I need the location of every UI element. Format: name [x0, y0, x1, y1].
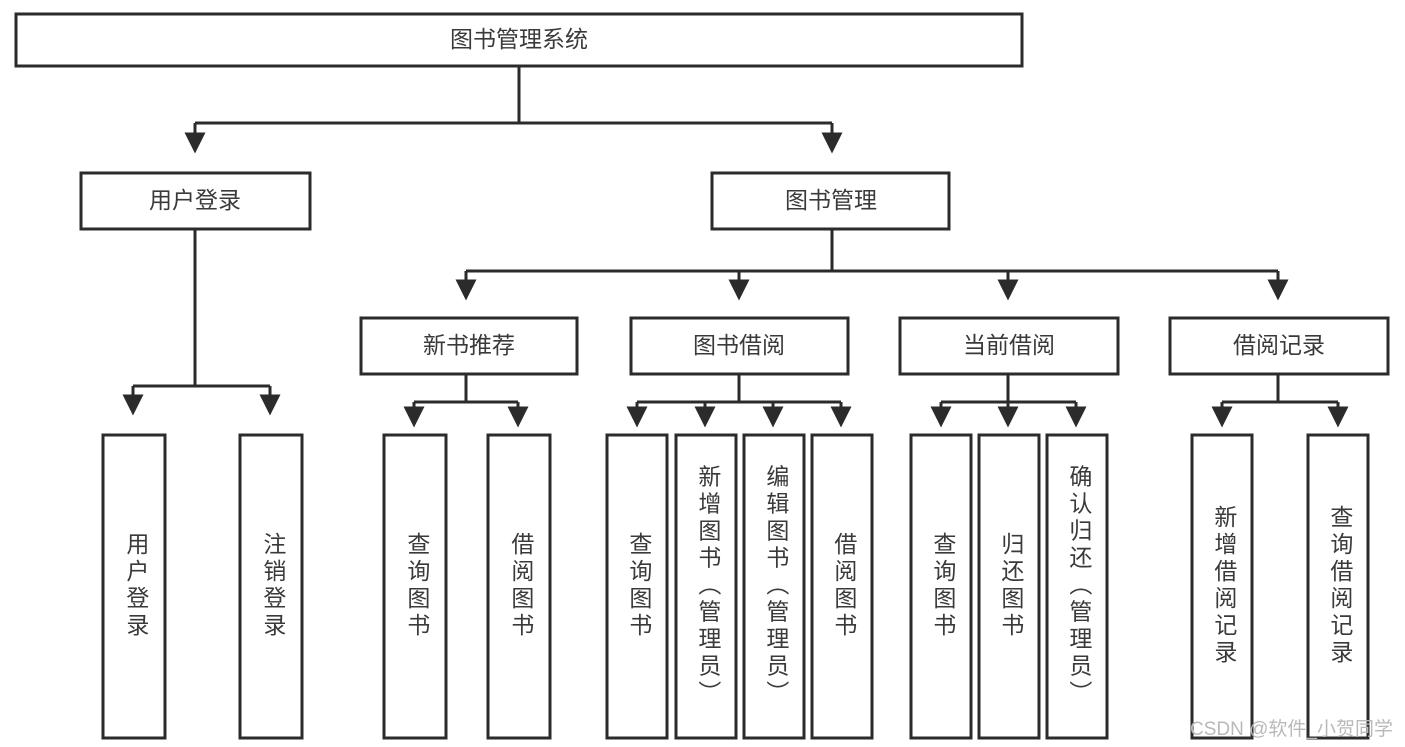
leaf-confirm-return-box[interactable] [1045, 433, 1109, 740]
leaf-user-login-label: 用户登录 [123, 532, 150, 640]
leaf-add-book-box[interactable] [674, 433, 738, 740]
node-book-borrow-label: 图书借阅 [693, 332, 785, 358]
leaf-return-book[interactable]: 归还图书 [977, 433, 1041, 740]
node-book-borrow[interactable]: 图书借阅 [629, 316, 850, 376]
leaf-edit-book-label: 编辑图书（管理员） [763, 465, 790, 708]
node-book-borrow-box[interactable] [629, 316, 850, 376]
node-new-book-recommend-box[interactable] [359, 316, 579, 376]
node-root-label: 图书管理系统 [450, 26, 588, 52]
leaf-query-book-1-label: 查询图书 [404, 532, 431, 640]
node-new-book-recommend-label: 新书推荐 [423, 332, 515, 358]
leaf-borrow-book-2[interactable]: 借阅图书 [810, 433, 874, 740]
leaf-confirm-return-label: 确认归还（管理员） [1066, 465, 1093, 708]
node-user-login[interactable]: 用户登录 [79, 171, 312, 231]
leaf-add-record-label: 新增借阅记录 [1211, 505, 1238, 667]
node-current-borrow-label: 当前借阅 [963, 332, 1055, 358]
leaf-add-record-box[interactable] [1190, 433, 1254, 740]
leaf-query-book-2-box[interactable] [605, 433, 669, 740]
node-current-borrow-box[interactable] [898, 316, 1120, 376]
leaf-add-book-label: 新增图书（管理员） [695, 465, 722, 708]
node-borrow-record-box[interactable] [1168, 316, 1390, 376]
node-book-manage[interactable]: 图书管理 [710, 171, 951, 231]
node-current-borrow[interactable]: 当前借阅 [898, 316, 1120, 376]
edges-layer [122, 66, 1349, 428]
leaf-edit-book[interactable]: 编辑图书（管理员） [742, 433, 806, 740]
leaf-logout-login-box[interactable] [238, 433, 304, 740]
leaf-borrow-book-1-label: 借阅图书 [508, 532, 535, 640]
node-borrow-record-label: 借阅记录 [1233, 332, 1325, 358]
leaf-add-record[interactable]: 新增借阅记录 [1190, 433, 1254, 740]
node-book-manage-box[interactable] [710, 171, 951, 231]
node-borrow-record[interactable]: 借阅记录 [1168, 316, 1390, 376]
leaf-query-book-2[interactable]: 查询图书 [605, 433, 669, 740]
leaf-confirm-return[interactable]: 确认归还（管理员） [1045, 433, 1109, 740]
node-new-book-recommend[interactable]: 新书推荐 [359, 316, 579, 376]
leaf-edit-book-box[interactable] [742, 433, 806, 740]
leaf-query-book-1[interactable]: 查询图书 [382, 433, 448, 740]
node-root-box[interactable] [14, 12, 1024, 68]
leaf-return-book-label: 归还图书 [998, 532, 1025, 640]
leaf-return-book-box[interactable] [977, 433, 1041, 740]
leaf-user-login-box[interactable] [101, 433, 167, 740]
node-user-login-label: 用户登录 [149, 187, 241, 213]
node-user-login-box[interactable] [79, 171, 312, 231]
leaf-borrow-book-2-label: 借阅图书 [831, 532, 858, 640]
node-book-manage-label: 图书管理 [785, 187, 877, 213]
leaf-query-record[interactable]: 查询借阅记录 [1306, 433, 1370, 740]
leaf-query-record-label: 查询借阅记录 [1327, 505, 1354, 667]
leaf-query-record-box[interactable] [1306, 433, 1370, 740]
leaf-borrow-book-2-box[interactable] [810, 433, 874, 740]
leaf-user-login[interactable]: 用户登录 [101, 433, 167, 740]
leaf-query-book-3[interactable]: 查询图书 [909, 433, 973, 740]
leaf-borrow-book-1[interactable]: 借阅图书 [486, 433, 552, 740]
leaf-borrow-book-1-box[interactable] [486, 433, 552, 740]
leaf-query-book-2-label: 查询图书 [626, 532, 653, 640]
leaf-add-book[interactable]: 新增图书（管理员） [674, 433, 738, 740]
leaf-logout-login[interactable]: 注销登录 [238, 433, 304, 740]
leaf-logout-login-label: 注销登录 [260, 532, 287, 640]
leaf-query-book-1-box[interactable] [382, 433, 448, 740]
leaf-query-book-3-label: 查询图书 [930, 532, 957, 640]
leaf-query-book-3-box[interactable] [909, 433, 973, 740]
node-root[interactable]: 图书管理系统 [14, 12, 1024, 68]
